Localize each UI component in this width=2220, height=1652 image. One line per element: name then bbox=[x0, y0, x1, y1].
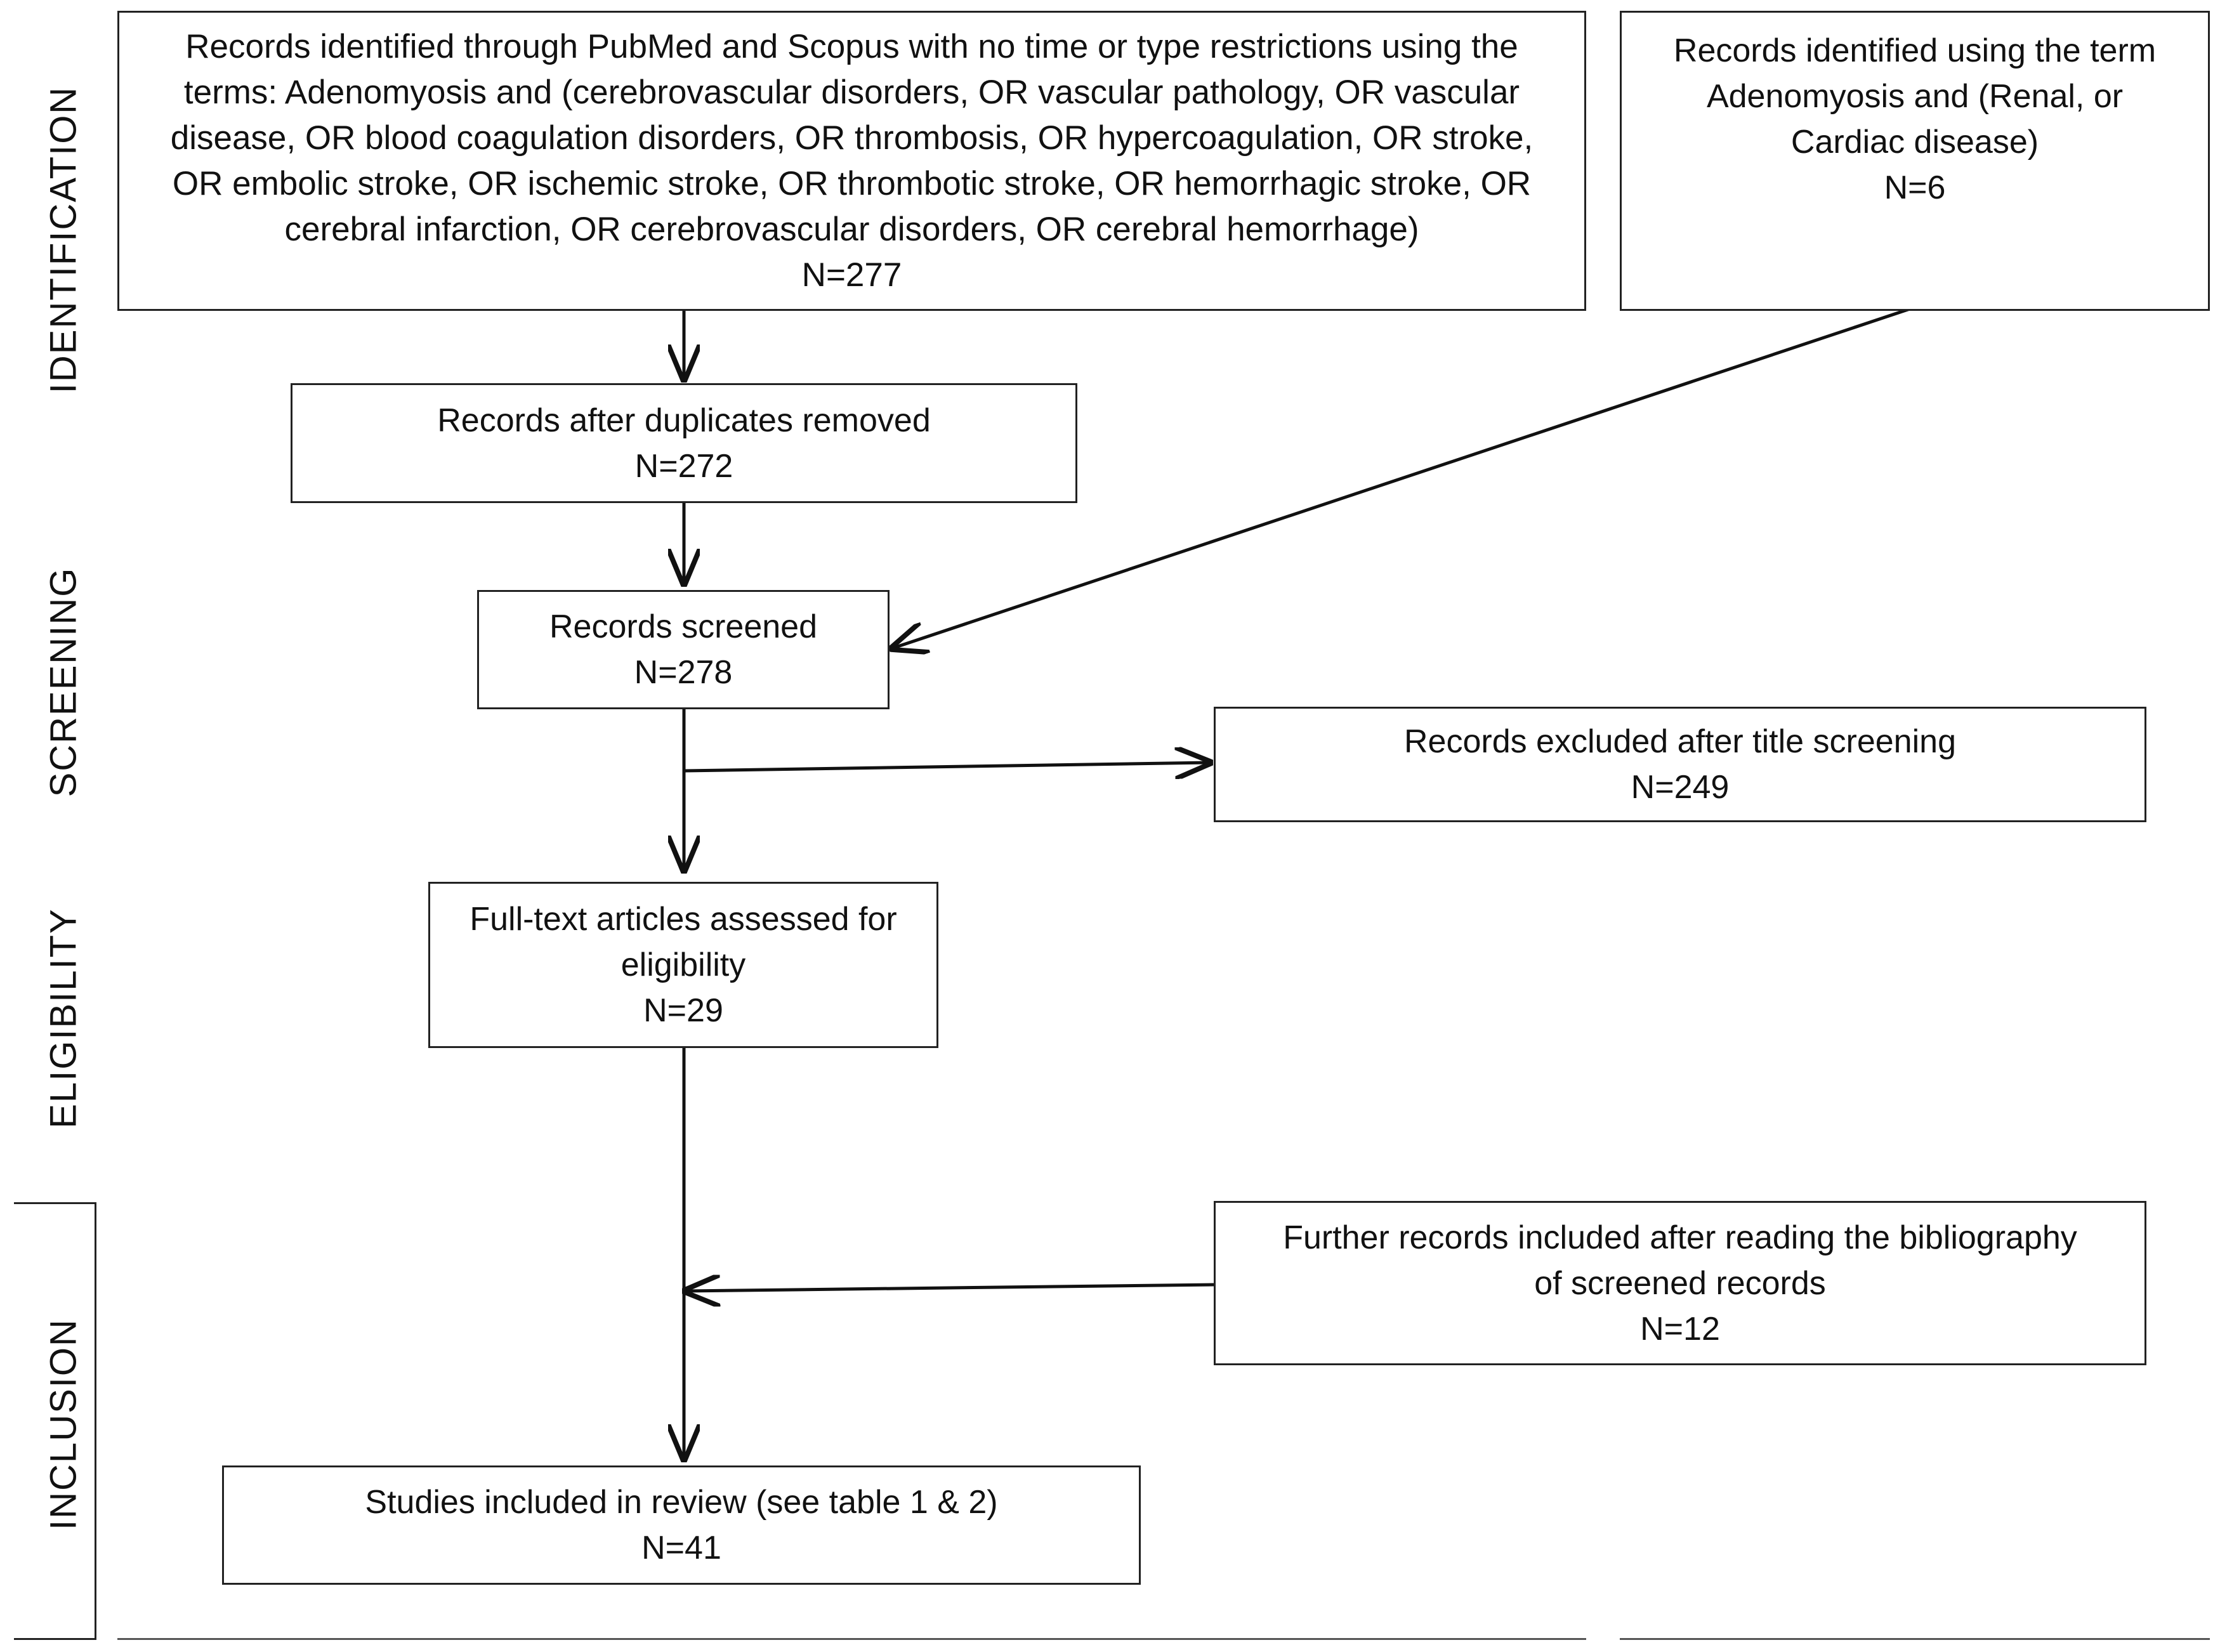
box-count: N=277 bbox=[801, 256, 902, 294]
box-line: Adenomyosis and (Renal, or bbox=[1706, 78, 2124, 115]
box-records-screened: Records screened N=278 bbox=[477, 590, 890, 709]
box-line: eligibility bbox=[621, 947, 746, 983]
box-records-excluded: Records excluded after title screening N… bbox=[1214, 707, 2146, 822]
box-line: of screened records bbox=[1534, 1264, 1826, 1302]
box-further-records: Further records included after reading t… bbox=[1214, 1201, 2146, 1365]
arrow-extra-to-screened bbox=[892, 307, 1910, 648]
box-records-identified-pubmed-scopus: Records identified through PubMed and Sc… bbox=[117, 11, 1586, 311]
bottom-rule-right bbox=[1620, 1638, 2210, 1640]
box-line: Records screened bbox=[549, 608, 817, 645]
box-line: Cardiac disease) bbox=[1790, 124, 2039, 161]
box-count: N=278 bbox=[634, 654, 733, 691]
box-records-identified-renal-cardiac: Records identified using the term Adenom… bbox=[1620, 11, 2210, 311]
arrow-screened-to-excluded bbox=[683, 763, 1210, 771]
box-line: Records identified using the term bbox=[1673, 32, 2157, 69]
box-count: N=41 bbox=[641, 1530, 721, 1566]
box-count: N=29 bbox=[643, 992, 723, 1029]
box-count: N=249 bbox=[1631, 769, 1730, 806]
box-line: Records identified through PubMed and Sc… bbox=[185, 27, 1518, 65]
box-count: N=12 bbox=[1640, 1310, 1720, 1347]
box-studies-included: Studies included in review (see table 1 … bbox=[222, 1465, 1141, 1585]
box-line: terms: Adenomyosis and (cerebrovascular … bbox=[183, 73, 1520, 111]
box-line: Further records included after reading t… bbox=[1283, 1219, 2077, 1256]
box-count: N=272 bbox=[634, 447, 733, 485]
box-line: Records excluded after title screening bbox=[1403, 723, 1956, 760]
arrow-further-to-main bbox=[685, 1285, 1214, 1291]
box-full-text-assessed: Full-text articles assessed for eligibil… bbox=[428, 882, 938, 1048]
box-count: N=6 bbox=[1884, 169, 1946, 206]
inclusion-bracket bbox=[14, 1202, 96, 1640]
box-line: Studies included in review (see table 1 … bbox=[365, 1484, 998, 1521]
box-line: OR embolic stroke, OR ischemic stroke, O… bbox=[172, 164, 1532, 202]
box-records-after-duplicates: Records after duplicates removed N=272 bbox=[291, 383, 1077, 503]
box-line: Records after duplicates removed bbox=[437, 402, 931, 439]
bottom-rule-left bbox=[117, 1638, 1586, 1640]
box-line: cerebral infarction, OR cerebrovascular … bbox=[284, 210, 1419, 248]
box-line: disease, OR blood coagulation disorders,… bbox=[170, 119, 1534, 157]
box-line: Full-text articles assessed for bbox=[470, 901, 897, 938]
